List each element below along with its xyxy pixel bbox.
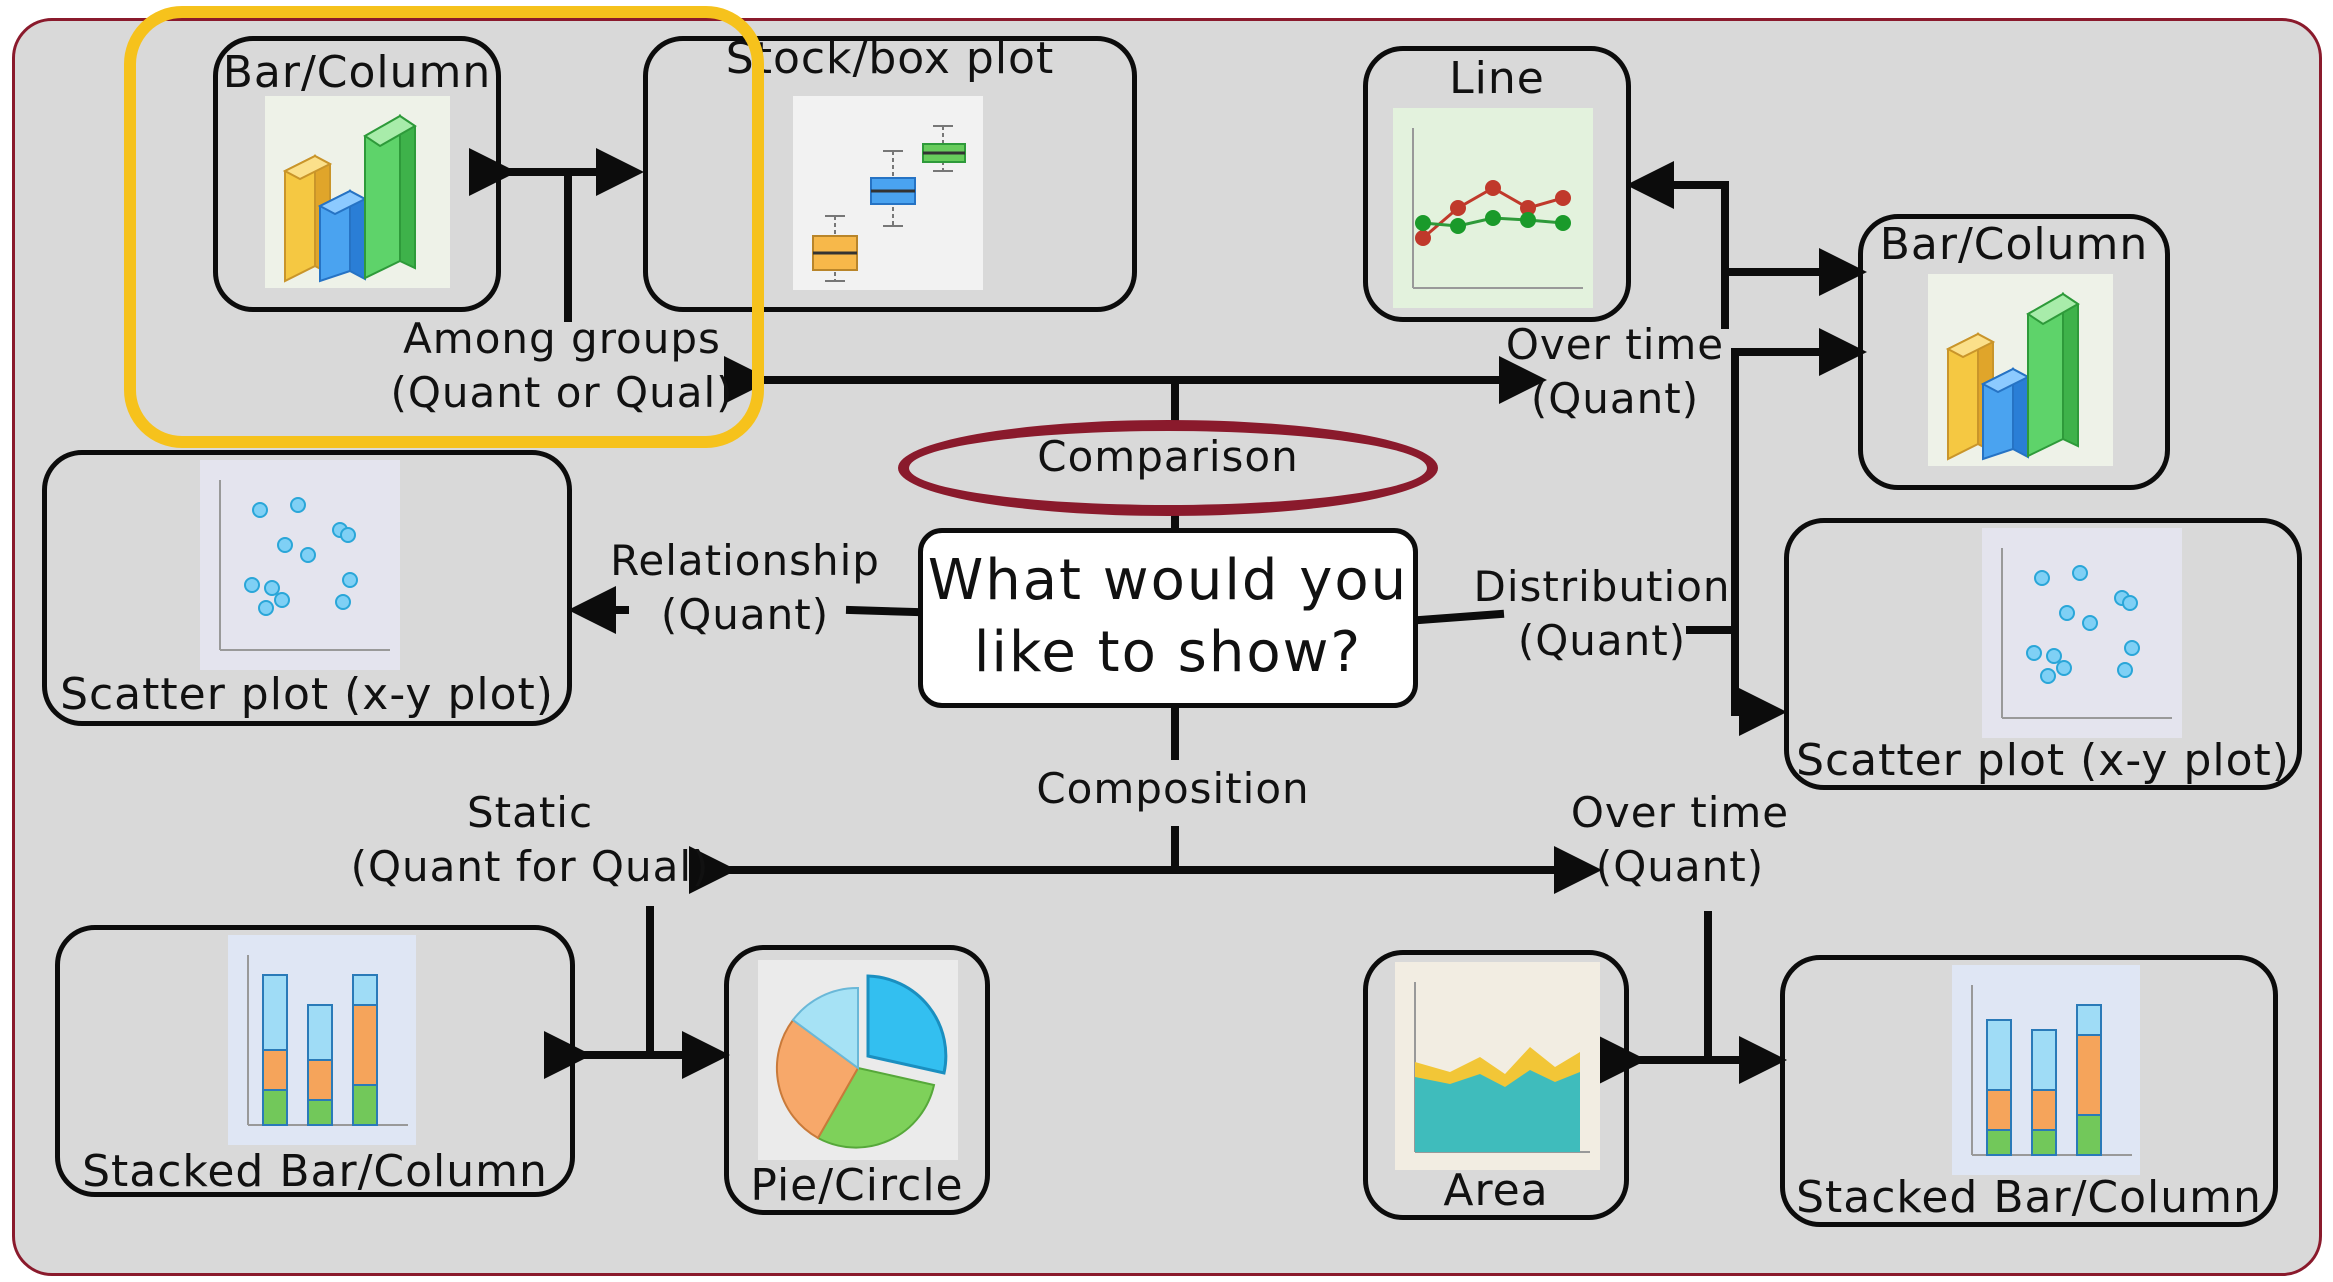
center-question: What would you like to show?: [918, 528, 1418, 708]
area-chart-icon: [1395, 962, 1600, 1170]
distribution-label: Distribution (Quant): [1452, 560, 1752, 668]
scatter-plot-icon: [200, 460, 400, 670]
distribution-line2: (Quant): [1517, 616, 1687, 665]
stacked-bar-box-left: Stacked Bar/Column: [55, 925, 575, 1197]
composition-label: Composition: [1036, 764, 1310, 813]
scatter-plot-box-left: Scatter plot (x-y plot): [42, 450, 572, 726]
relationship-line1: Relationship: [610, 536, 880, 585]
pie-circle-box: Pie/Circle: [724, 945, 990, 1215]
center-question-line1: What would you: [927, 548, 1409, 613]
line-distribution: [1415, 609, 1505, 625]
box-plot-icon: [793, 96, 983, 290]
stacked-bar-icon: [228, 935, 416, 1145]
line-chart-box: Line: [1363, 46, 1631, 322]
among-groups-label: Among groups (Quant or Qual): [372, 312, 752, 420]
stacked-bar-box-right: Stacked Bar/Column: [1780, 955, 2278, 1227]
among-groups-line2: (Quant or Qual): [390, 368, 734, 417]
over-time-composition-line2: (Quant): [1595, 842, 1765, 891]
stacked-bar-title-right: Stacked Bar/Column: [1796, 1172, 2262, 1223]
over-time-comparison-line1: Over time: [1505, 320, 1725, 369]
highlight-oval: [898, 420, 1438, 516]
static-line1: Static: [466, 788, 594, 837]
over-time-comparison-line2: (Quant): [1530, 374, 1700, 423]
scatter-plot-title-right: Scatter plot (x-y plot): [1796, 735, 2290, 786]
arrow-dist-to-bar: [1731, 328, 1867, 714]
bar-column-3d-icon: [265, 96, 450, 288]
scatter-plot-title-left: Scatter plot (x-y plot): [60, 669, 554, 720]
center-question-line2: like to show?: [973, 620, 1363, 685]
over-time-composition-line1: Over time: [1570, 788, 1790, 837]
area-chart-box: Area: [1363, 950, 1629, 1220]
arrow-to-line: [1626, 161, 1729, 329]
distribution-line1: Distribution: [1473, 562, 1731, 611]
line-relationship: [845, 605, 920, 617]
highlight-rectangle: [124, 6, 764, 448]
bar-column-box-left: Bar/Column: [213, 36, 501, 312]
scatter-plot-icon-right: [1982, 528, 2182, 738]
relationship-line2: (Quant): [660, 590, 830, 639]
stock-box-plot-title: Stock/box plot: [725, 33, 1055, 84]
pie-circle-title: Pie/Circle: [750, 1160, 964, 1211]
stacked-bar-icon-right: [1952, 965, 2140, 1175]
bar-column-box-right: Bar/Column: [1858, 214, 2170, 490]
stock-box-plot-box: Stock/box plot: [643, 33, 1137, 312]
arrow-dist-to-scatter: [1731, 626, 1787, 736]
bar-column-3d-icon-right: [1928, 274, 2113, 466]
over-time-composition-label: Over time (Quant): [1545, 786, 1815, 894]
relationship-label: Relationship (Quant): [585, 534, 905, 642]
static-line2: (Quant for Qual): [350, 842, 710, 891]
among-groups-line1: Among groups: [403, 314, 721, 363]
over-time-comparison-label: Over time (Quant): [1480, 318, 1750, 426]
static-label: Static (Quant for Qual): [340, 786, 720, 894]
bar-column-title-right: Bar/Column: [1879, 219, 2149, 270]
pie-chart-icon: [758, 960, 958, 1160]
line-chart-icon: [1393, 108, 1593, 308]
stacked-bar-title-left: Stacked Bar/Column: [82, 1146, 548, 1197]
area-chart-title: Area: [1443, 1165, 1549, 1216]
bar-column-title-left: Bar/Column: [222, 47, 492, 98]
scatter-plot-box-right: Scatter plot (x-y plot): [1784, 518, 2302, 790]
line-chart-title: Line: [1449, 53, 1545, 104]
